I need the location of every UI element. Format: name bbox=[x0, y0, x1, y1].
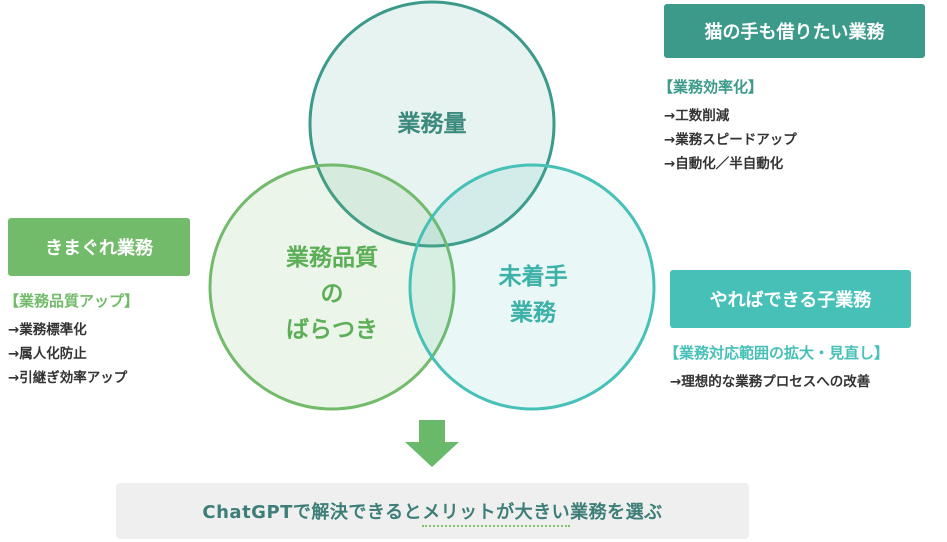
list-kimagure: →業務標準化 →属人化防止 →引継ぎ効率アップ bbox=[8, 318, 127, 390]
circle-left-label-line: 業務品質 bbox=[286, 245, 378, 271]
circle-left-label: 業務品質 の ばらつき bbox=[262, 240, 402, 348]
heading-kimagure: 【業務品質アップ】 bbox=[4, 292, 140, 310]
circle-right-label: 未着手 業務 bbox=[478, 259, 588, 331]
list-yareba: →理想的な業務プロセスへの改善 bbox=[670, 370, 870, 394]
tag-kimagure: きまぐれ業務 bbox=[8, 218, 190, 276]
list-item: →引継ぎ効率アップ bbox=[8, 370, 128, 386]
circle-left-label-line: ばらつき bbox=[286, 317, 378, 343]
down-arrow-icon bbox=[405, 420, 459, 467]
circle-right bbox=[408, 163, 656, 411]
conclusion-bar: ChatGPTで解決できるとメリットが大きい業務を選ぶ bbox=[116, 483, 749, 539]
circle-right-label-line: 未着手 bbox=[498, 264, 568, 290]
list-item: →工数削減 bbox=[664, 108, 730, 124]
tag-neko: 猫の手も借りたい業務 bbox=[664, 4, 925, 58]
list-item: →理想的な業務プロセスへの改善 bbox=[670, 374, 871, 390]
heading-yareba: 【業務対応範囲の拡大・見直し】 bbox=[664, 344, 890, 362]
circle-top bbox=[308, 0, 556, 248]
conclusion-prefix: ChatGPTで解決できると bbox=[202, 502, 423, 523]
conclusion-suffix: 業務を選ぶ bbox=[570, 502, 663, 523]
circle-left bbox=[208, 163, 456, 411]
list-item: →業務標準化 bbox=[8, 322, 87, 338]
circle-left-label-line: の bbox=[320, 281, 344, 307]
heading-neko: 【業務効率化】 bbox=[658, 78, 764, 96]
tag-yareba: やればできる子業務 bbox=[670, 270, 911, 328]
list-item: →自動化／半自動化 bbox=[664, 156, 784, 172]
list-neko: →工数削減 →業務スピードアップ →自動化／半自動化 bbox=[664, 104, 797, 176]
conclusion-text: ChatGPTで解決できるとメリットが大きい業務を選ぶ bbox=[202, 498, 663, 527]
circle-right-label-line: 業務 bbox=[510, 300, 556, 326]
circle-top-label: 業務量 bbox=[397, 111, 467, 137]
list-item: →属人化防止 bbox=[8, 346, 87, 362]
conclusion-highlight: メリットが大きい bbox=[422, 502, 571, 527]
list-item: →業務スピードアップ bbox=[664, 132, 797, 148]
